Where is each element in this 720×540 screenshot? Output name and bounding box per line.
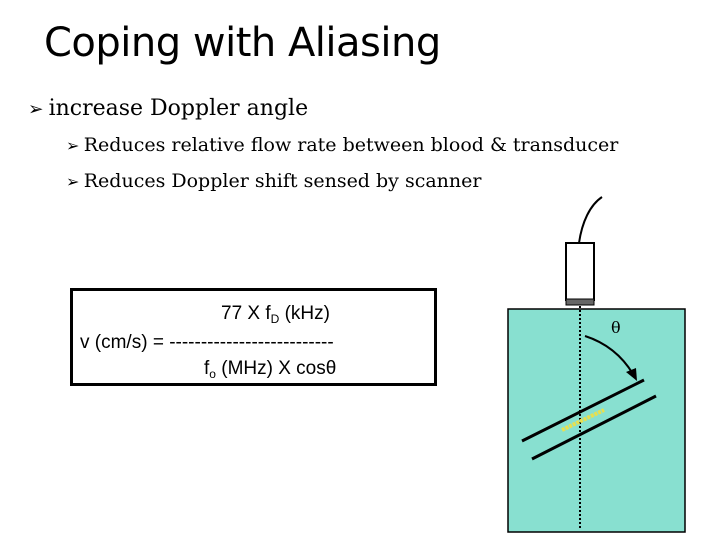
bullet-text: increase Doppler angle [48, 96, 309, 121]
tissue-block [507, 308, 686, 533]
arrow-bullet-icon: ➢ [28, 99, 44, 120]
transducer-body [565, 242, 595, 301]
numerator-unit: (kHz) [279, 303, 330, 324]
arrow-bullet-icon: ➢ [66, 172, 80, 191]
bullet-reduces-doppler-shift: ➢Reduces Doppler shift sensed by scanner [66, 170, 481, 192]
transducer-face [565, 298, 595, 306]
doppler-sample-segment [561, 408, 605, 432]
numerator-subscript: D [270, 312, 280, 326]
slide-title: Coping with Aliasing [44, 20, 441, 66]
angle-arrowhead-icon [626, 368, 637, 381]
vessel-wall-lower [531, 394, 657, 461]
angle-arc [584, 335, 634, 375]
formula-numerator: 77 X fD (kHz) [221, 303, 330, 326]
formula-denominator: fo (MHz) X cosθ [204, 358, 336, 381]
denominator-text: f [204, 358, 210, 379]
vessel-wall-upper [521, 378, 645, 443]
doppler-formula-box: 77 X fD (kHz) v (cm/s) = ---------------… [70, 288, 437, 386]
formula-lhs: v (cm/s) = -------------------------- [80, 332, 334, 353]
bullet-text: Reduces Doppler shift sensed by scanner [83, 170, 482, 192]
denominator-subscript: o [209, 367, 216, 381]
transducer-cable [578, 196, 603, 244]
arrow-bullet-icon: ➢ [66, 136, 80, 155]
numerator-text: 77 X f [221, 303, 271, 324]
angle-theta-label: θ [611, 318, 621, 337]
bullet-increase-doppler-angle: ➢increase Doppler angle [28, 96, 308, 121]
bullet-text: Reduces relative flow rate between blood… [83, 134, 619, 156]
denominator-unit: (MHz) X cosθ [215, 358, 337, 379]
bullet-reduces-flow-rate: ➢Reduces relative flow rate between bloo… [66, 134, 618, 156]
